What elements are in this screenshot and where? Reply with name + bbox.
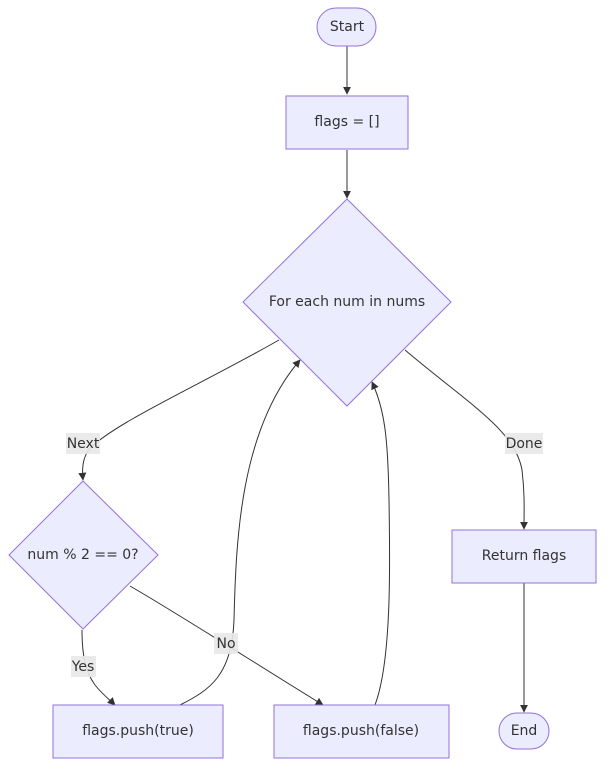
node-return: Return flags [451,529,597,584]
edge-label-yes-text: Yes [71,659,95,675]
node-init: flags = [] [285,95,409,150]
edge-label-done-text: Done [506,436,543,452]
node-push-false-label: flags.push(false) [303,723,419,739]
node-start: Start [316,7,377,47]
edge-push-false-to-loop [371,381,391,706]
edge-label-yes: Yes [71,656,96,677]
edge-loop-to-check [78,339,280,481]
node-check-label: num % 2 == 0? [27,547,138,563]
node-init-label: flags = [] [314,114,379,130]
edge-label-no: No [214,633,238,654]
edge-label-done: Done [505,433,543,454]
edge-label-next-text: Next [67,436,100,452]
node-push-true-label: flags.push(true) [82,723,194,739]
node-loop-label: For each num in nums [269,294,425,310]
node-start-label: Start [330,19,365,35]
node-push-false: flags.push(false) [273,704,450,759]
node-end-label: End [511,723,538,739]
node-loop-decision: For each num in nums [242,198,452,407]
edge-check-to-push-true [81,629,116,706]
node-return-label: Return flags [482,548,567,564]
node-check-decision: num % 2 == 0? [8,480,159,630]
node-push-true: flags.push(true) [52,704,224,759]
edge-label-next: Next [66,433,100,454]
edge-label-no-text: No [216,636,235,652]
node-end: End [498,712,550,750]
edge-push-true-to-loop [179,359,301,706]
